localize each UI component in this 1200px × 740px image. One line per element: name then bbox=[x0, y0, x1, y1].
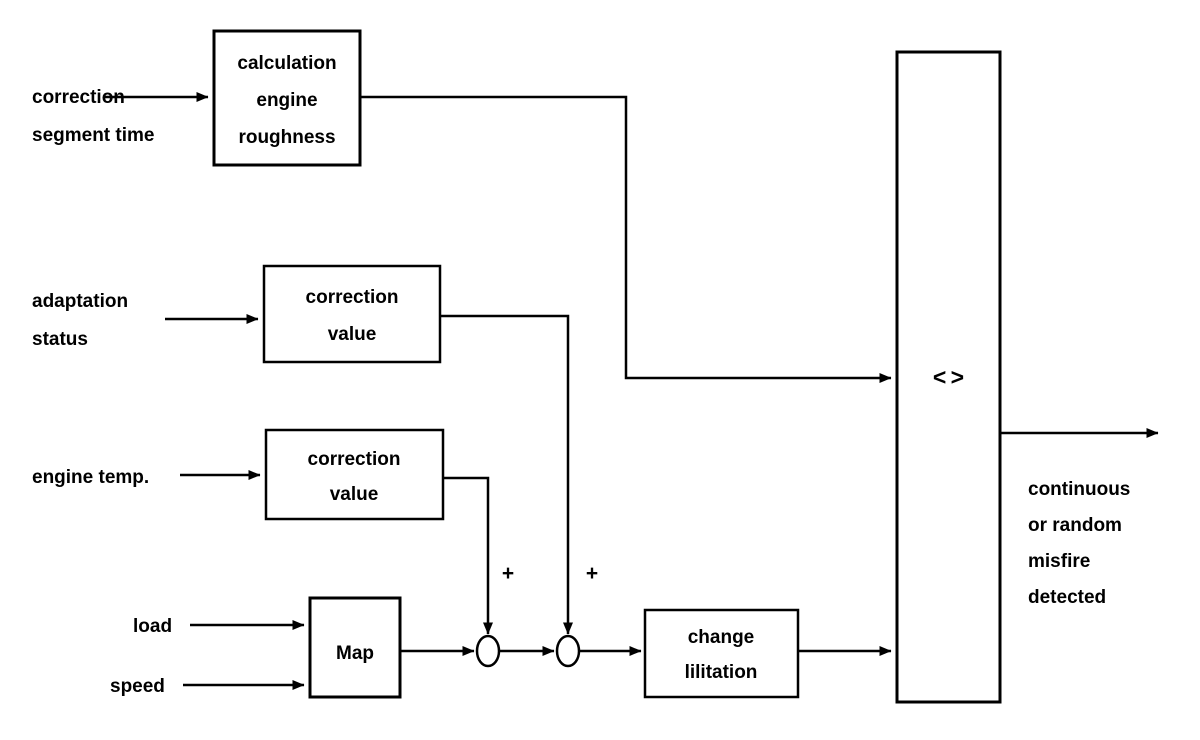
input-label-line1: engine temp. bbox=[32, 467, 149, 488]
block-calculation-engine-roughness[interactable]: calculation engine roughness bbox=[212, 29, 362, 167]
block-label-line2: value bbox=[328, 324, 377, 345]
block-change-lilitation[interactable]: change lilitation bbox=[643, 608, 800, 699]
block-label-line1: correction bbox=[308, 449, 401, 470]
block-map[interactable]: Map bbox=[308, 596, 402, 699]
block-rect bbox=[308, 596, 402, 699]
block-label-line1: Map bbox=[336, 643, 374, 664]
sum1-plus-sign: + bbox=[502, 562, 514, 585]
input-correction-segment-time: correction segment time bbox=[32, 87, 209, 146]
input-speed: speed bbox=[110, 676, 305, 697]
block-correction-value-adaptation[interactable]: correction value bbox=[262, 264, 442, 364]
input-label-line2: status bbox=[32, 329, 88, 350]
block-label-line2: value bbox=[330, 484, 379, 505]
sum2-plus-sign: + bbox=[586, 562, 598, 585]
output-label-line4: detected bbox=[1028, 587, 1106, 608]
input-load: load bbox=[133, 616, 305, 637]
block-rect bbox=[895, 50, 1002, 704]
block-comparator[interactable]: < > bbox=[895, 50, 1002, 704]
block-label-line2: lilitation bbox=[685, 662, 758, 683]
input-label-line2: segment time bbox=[32, 125, 154, 146]
wire-roughness-to-comparator bbox=[360, 95, 892, 383]
summing-junction-2[interactable] bbox=[555, 634, 581, 668]
wire-temperature-correction-to-sum1 bbox=[443, 476, 493, 635]
comparator-label: < > bbox=[933, 364, 964, 390]
wire-adaptation-correction-to-sum2 bbox=[440, 314, 573, 635]
block-label-line3: roughness bbox=[238, 127, 335, 148]
input-label-line1: load bbox=[133, 616, 172, 637]
output-label-misfire: continuous or random misfire detected bbox=[1028, 479, 1130, 608]
output-label-line1: continuous bbox=[1028, 479, 1130, 500]
sum-node-shape bbox=[555, 634, 581, 668]
block-label-line1: correction bbox=[306, 287, 399, 308]
block-rect bbox=[643, 608, 800, 699]
block-label-line1: calculation bbox=[237, 53, 336, 74]
input-label-line1: speed bbox=[110, 676, 165, 697]
block-label-line2: engine bbox=[256, 90, 317, 111]
input-engine-temp: engine temp. bbox=[32, 467, 261, 488]
summing-junction-1[interactable] bbox=[475, 634, 501, 668]
block-correction-value-temperature[interactable]: correction value bbox=[264, 428, 445, 521]
input-adaptation-status: adaptation status bbox=[32, 291, 259, 350]
output-label-line3: misfire bbox=[1028, 551, 1090, 572]
sum-node-shape bbox=[475, 634, 501, 668]
input-label-line1: correction bbox=[32, 87, 125, 108]
output-label-line2: or random bbox=[1028, 515, 1122, 536]
block-label-line1: change bbox=[688, 627, 755, 648]
block-rect bbox=[262, 264, 442, 364]
input-label-line1: adaptation bbox=[32, 291, 128, 312]
block-rect bbox=[264, 428, 445, 521]
